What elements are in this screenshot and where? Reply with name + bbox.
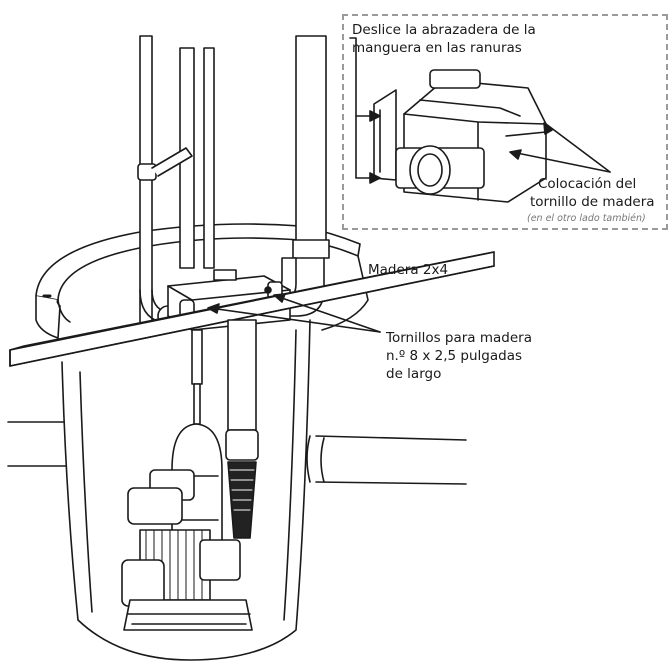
inset-leader-lines xyxy=(349,37,611,184)
basin-body xyxy=(7,319,467,661)
screws-label-line-1: Tornillos para madera xyxy=(386,330,532,346)
wood-board xyxy=(9,251,495,367)
board-label: Madera 2x4 xyxy=(368,262,449,278)
screws-label-line-3: de largo xyxy=(386,366,442,382)
float-switch xyxy=(171,329,223,559)
inset-valve-detail xyxy=(373,69,547,203)
screw-placement-note: (en el otro lado también) xyxy=(527,213,646,224)
screw-leader-lines xyxy=(207,293,381,333)
sump-pump xyxy=(121,469,253,631)
screw-placement-line-2: tornillo de madera xyxy=(530,194,655,210)
slot-note-line-1: Deslice la abrazadera de la xyxy=(352,22,536,38)
inset-dashed-frame xyxy=(342,14,668,230)
slot-note-line-2: manguera en las ranuras xyxy=(352,40,522,56)
screws-label-line-2: n.º 8 x 2,5 pulgadas xyxy=(386,348,523,364)
screw-placement-line-1: Colocación del xyxy=(538,176,637,192)
discharge-pipe xyxy=(225,319,259,539)
